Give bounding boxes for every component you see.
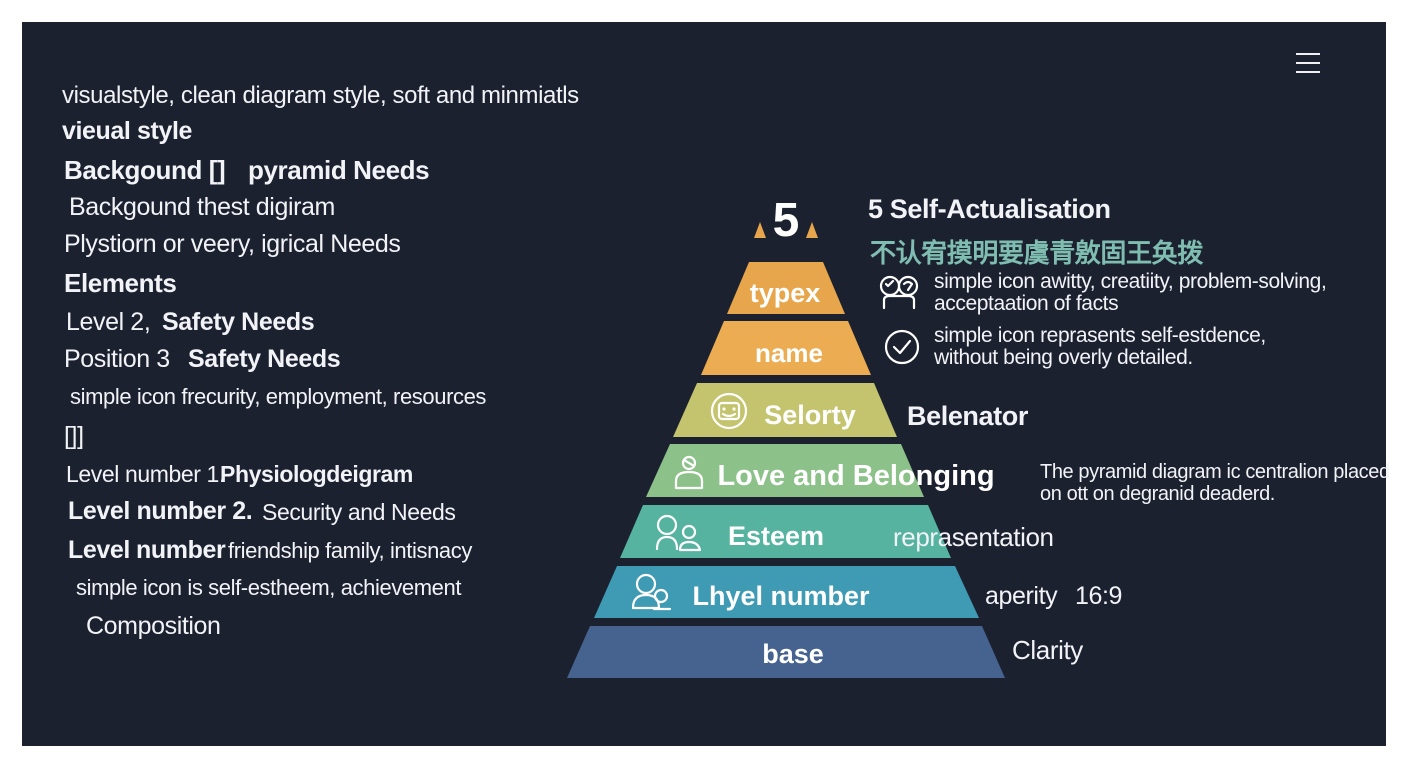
text-line: Safety Needs xyxy=(188,345,341,373)
text-line: Level xyxy=(68,536,130,564)
note-text: on ott on degranid deaderd. xyxy=(1040,483,1275,505)
item-text: simple icon awitty, creatiity, problem-s… xyxy=(934,270,1327,293)
pyramid-level-4 xyxy=(646,444,924,497)
text-line: friendship family, intisnacy xyxy=(228,538,472,563)
pyramid-level-3 xyxy=(620,505,951,558)
clarity-label: Clarity xyxy=(1012,635,1083,665)
apex-marker: 5 xyxy=(754,194,818,247)
pyramid-level-6 xyxy=(701,321,871,375)
text-line: Elements xyxy=(64,268,177,298)
pyramid-level-7 xyxy=(727,262,845,314)
text-line: Position 3 xyxy=(64,345,170,373)
text-line: Plystiorn or veery, igrical Needs xyxy=(64,230,401,258)
cjk-subtitle: 不认宥摸明要虞青敫固王奂拨 xyxy=(870,238,1203,268)
people-group-icon xyxy=(655,514,702,552)
text-line: simple icon frecurity, employment, resou… xyxy=(70,384,487,409)
text-line: Safety Needs xyxy=(162,308,315,336)
hamburger-menu-icon[interactable] xyxy=(1296,52,1320,74)
people-heart-icon xyxy=(879,275,919,310)
level-label-base: base xyxy=(762,639,824,669)
text-line: Backgound thest digiram xyxy=(69,193,335,221)
pyramid-level-1 xyxy=(567,626,1005,678)
text-line: []] xyxy=(64,422,84,450)
level-label-lhyel-number: Lhyel number xyxy=(692,581,870,611)
apex-number: 5 xyxy=(773,194,800,247)
text-line: pyramid Needs xyxy=(248,155,430,185)
item-text: acceptaation of facts xyxy=(934,292,1119,315)
level-label-typex: typex xyxy=(750,278,821,308)
level-label-love-and-belonging: Love and Belonging xyxy=(717,460,994,492)
aperity-label: aperity xyxy=(985,582,1058,610)
aspect-ratio: 16:9 xyxy=(1075,582,1123,610)
person-profile-icon xyxy=(631,573,672,611)
smiley-face-icon xyxy=(710,392,748,430)
belenator-label: Belenator xyxy=(907,401,1028,431)
pyramid-level-2 xyxy=(594,566,979,618)
check-circle-icon xyxy=(884,329,920,365)
level-label-esteem: Esteem xyxy=(728,521,824,551)
text-line: simple icon is self-estheem, achievement xyxy=(76,575,462,600)
text-line: Composition xyxy=(86,612,221,640)
text-line: visualstyle, clean diagram style, soft a… xyxy=(62,82,579,109)
text-line: Level 2, xyxy=(66,308,151,336)
item-text: without being overly detailed. xyxy=(934,346,1193,369)
text-line: Physiologdeigram xyxy=(220,461,413,487)
self-actualisation-title: 5 Self-Actualisation xyxy=(868,194,1111,224)
text-line: number xyxy=(136,536,226,564)
level-label-selorty: Selorty xyxy=(764,400,856,430)
level-label-name: name xyxy=(755,338,823,368)
pyramid-level-5 xyxy=(673,383,897,437)
note-text: The pyramid diagram ic centralion placed xyxy=(1040,461,1390,483)
text-line: Backgound [] xyxy=(64,155,226,185)
representation-label: reprasentation xyxy=(893,522,1054,552)
text-line: Level number 1. xyxy=(66,461,225,487)
text-line: Level number 2. xyxy=(68,497,253,525)
text-line: vieual style xyxy=(62,117,193,145)
person-icon xyxy=(674,455,704,490)
item-text: simple icon reprasents self-estdence, xyxy=(934,324,1266,347)
text-line: Security and Needs xyxy=(262,499,456,525)
